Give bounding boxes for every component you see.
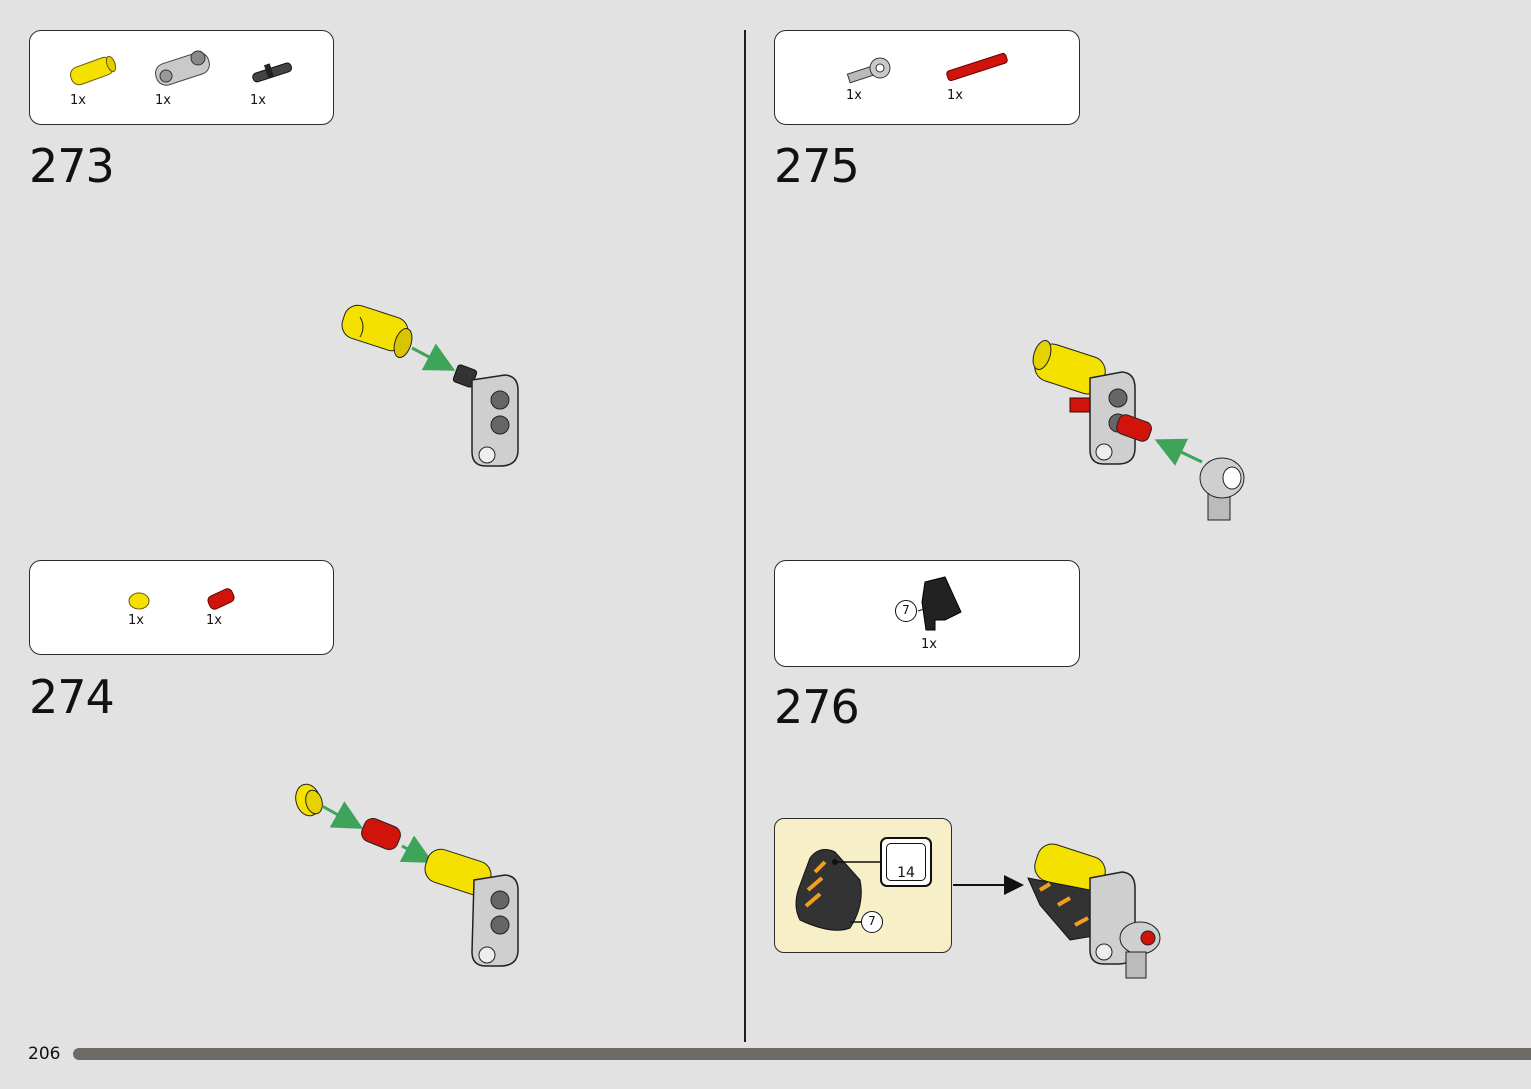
arrow-274b xyxy=(399,835,434,863)
page-divider xyxy=(744,30,746,1042)
progress-bar xyxy=(73,1048,1531,1060)
yellow-connector-273 xyxy=(341,304,413,358)
part-qty: 1x xyxy=(206,613,222,628)
part-qty: 1x xyxy=(128,613,144,628)
part-qty: 1x xyxy=(921,637,937,652)
yellow-tile-274 xyxy=(295,783,323,817)
yellow-round-tile-icon xyxy=(128,592,150,610)
arrow-275 xyxy=(1154,438,1203,466)
red-pin-274 xyxy=(361,817,401,851)
step-number-276: 276 xyxy=(774,680,860,734)
black-panel-icon xyxy=(917,576,962,631)
part-qty: 1x xyxy=(846,88,862,103)
part-qty: 1x xyxy=(947,88,963,103)
arrow-273 xyxy=(411,343,456,371)
red-pin-icon xyxy=(207,588,235,610)
step-number-273: 273 xyxy=(29,139,115,193)
sticker-panel-callout xyxy=(795,849,880,931)
step-number-275: 275 xyxy=(774,139,860,193)
gray-beam-273 xyxy=(452,364,519,467)
yellow-pin-connector-icon xyxy=(70,55,117,86)
black-pin-icon xyxy=(252,62,293,83)
step-number-274: 274 xyxy=(29,670,115,724)
gray-axle-connector-275 xyxy=(1199,457,1245,521)
arrow-274a xyxy=(321,801,364,829)
red-axle-pin-icon xyxy=(946,52,1008,82)
part-label-circle: 7 xyxy=(895,600,917,622)
part-qty: 1x xyxy=(70,93,86,108)
parts-list-276: 1x xyxy=(774,560,1080,667)
page-number: 206 xyxy=(28,1044,61,1064)
assembly-276 xyxy=(1027,843,1161,979)
sticker-sheet-box: 14 xyxy=(880,837,932,887)
gray-connector-icon xyxy=(155,50,210,86)
parts-list-275: 1x 1x xyxy=(774,30,1080,125)
gray-axle-connector-icon xyxy=(846,57,891,84)
sticker-number: 14 xyxy=(897,865,915,881)
yellow-connector-274 xyxy=(424,848,519,967)
part-qty: 1x xyxy=(250,93,266,108)
assembly-275 xyxy=(1032,340,1152,465)
sticker-sheet-inner xyxy=(886,843,926,881)
parts-list-274: 1x 1x xyxy=(29,560,334,655)
part-qty: 1x xyxy=(155,93,171,108)
